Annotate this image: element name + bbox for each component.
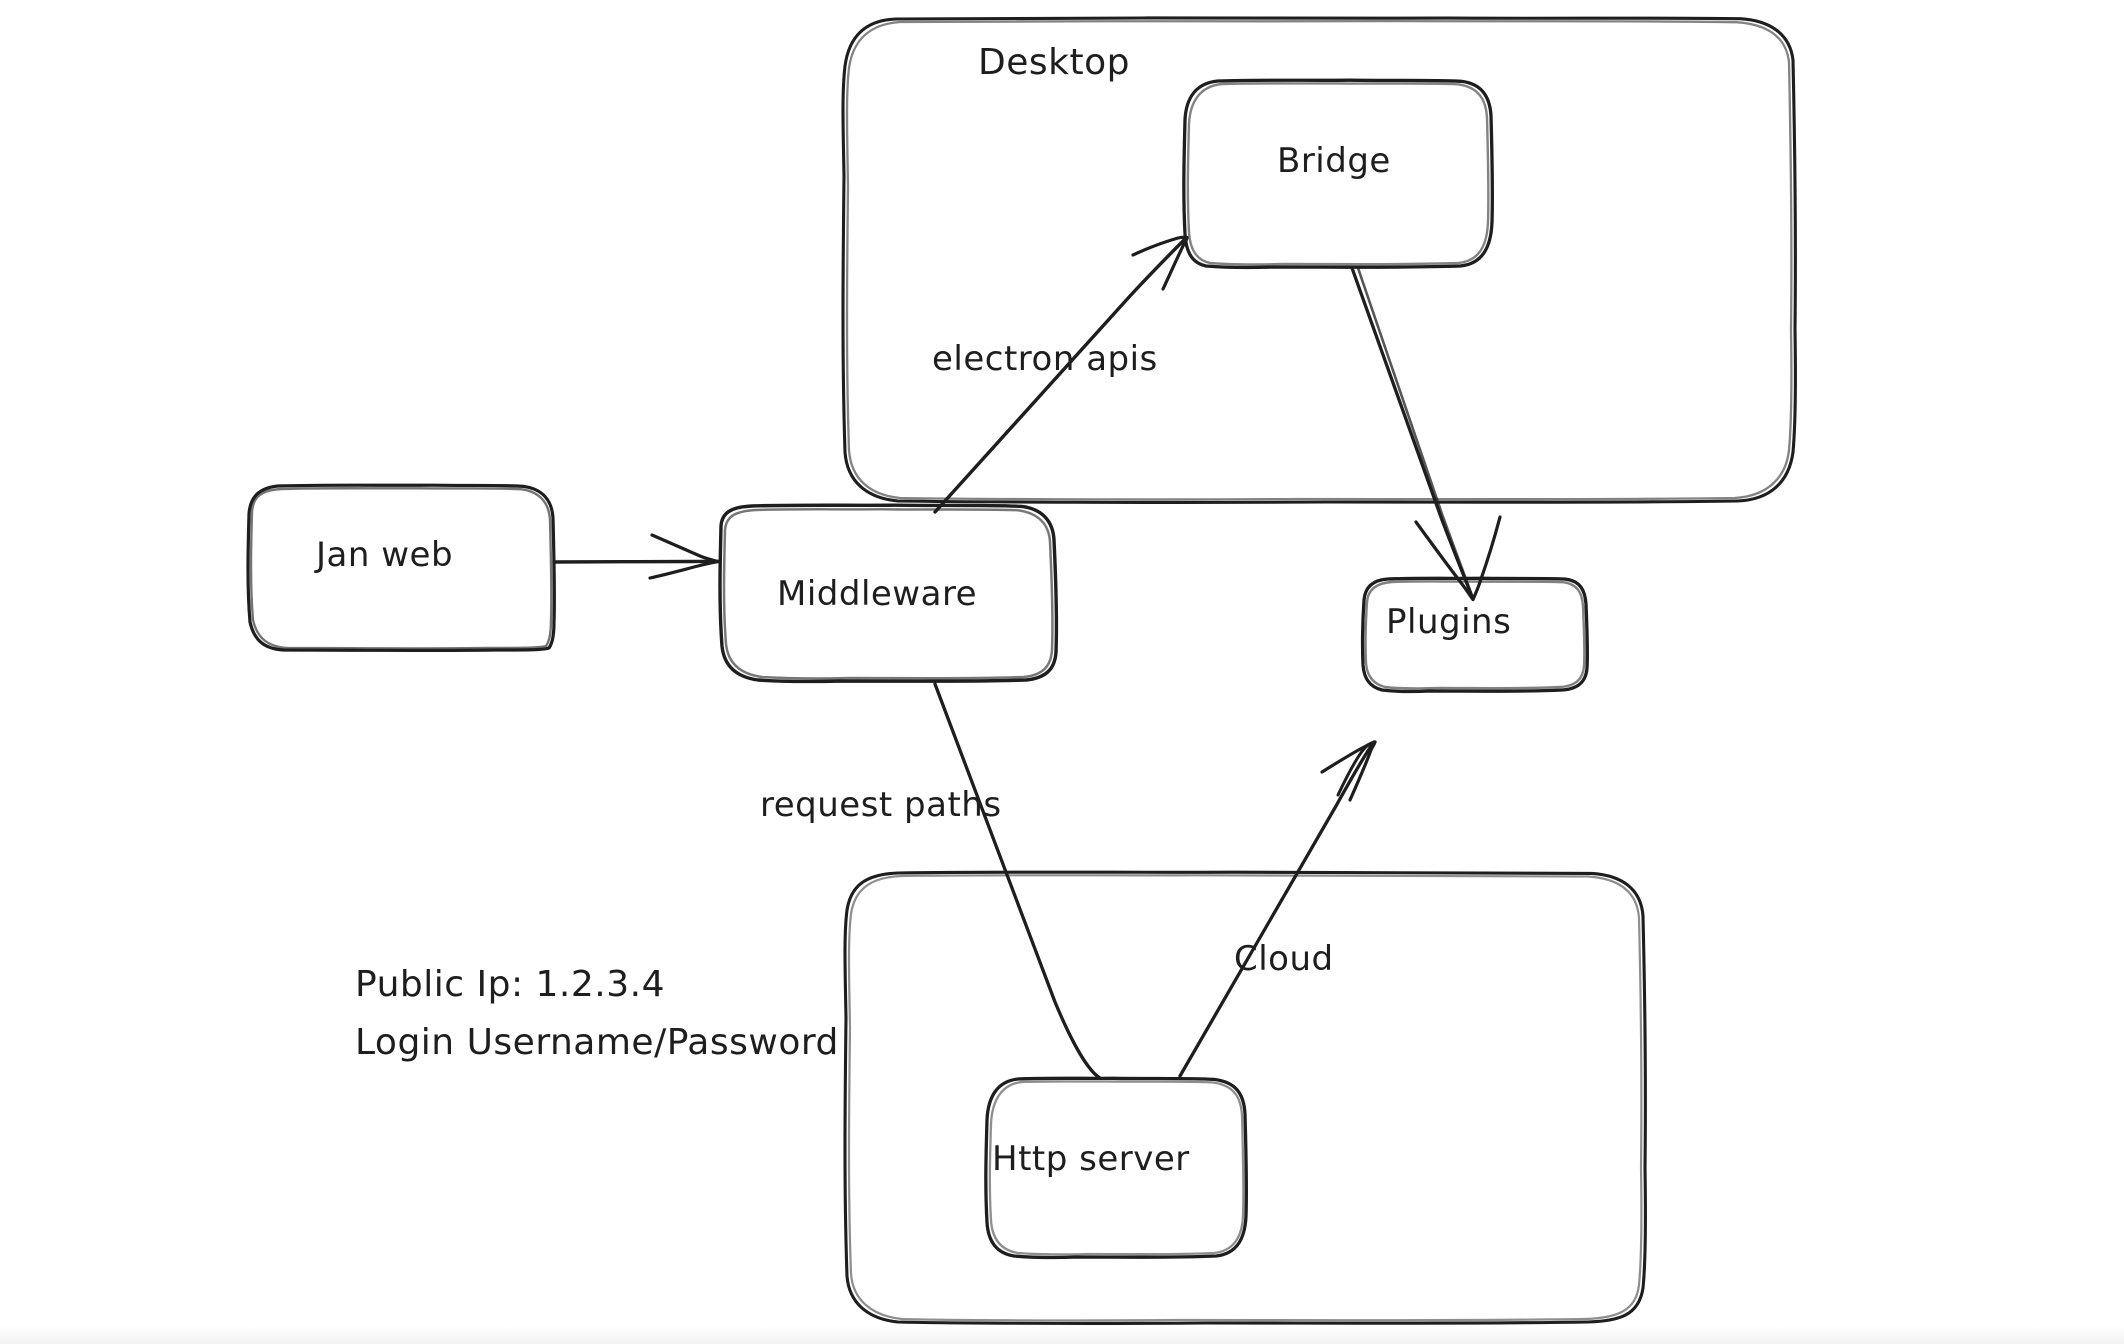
node-label-plugins: Plugins bbox=[1386, 602, 1512, 642]
edge-middleware-to-bridge[interactable] bbox=[933, 235, 1189, 514]
container-cloud[interactable] bbox=[843, 870, 1647, 1325]
note-login-credentials: Login Username/Password bbox=[355, 1022, 839, 1063]
edge-bridge-to-plugins[interactable] bbox=[1350, 266, 1502, 602]
edge-httpserver-to-plugins[interactable] bbox=[1178, 740, 1377, 1078]
note-public-ip: Public Ip: 1.2.3.4 bbox=[355, 964, 665, 1005]
container-label-desktop: Desktop bbox=[978, 42, 1130, 83]
node-label-http-server: Http server bbox=[992, 1139, 1190, 1179]
edge-label-request-paths: request paths bbox=[760, 785, 1002, 825]
node-label-jan-web: Jan web bbox=[316, 535, 454, 575]
edge-middleware-to-httpserver[interactable] bbox=[933, 682, 1102, 1080]
node-label-bridge: Bridge bbox=[1277, 141, 1391, 181]
edge-label-cloud: Cloud bbox=[1234, 939, 1334, 979]
edge-janweb-to-middleware[interactable] bbox=[552, 533, 720, 580]
node-middleware[interactable] bbox=[718, 503, 1059, 684]
node-label-middleware: Middleware bbox=[777, 574, 978, 614]
canvas-bottom-edge bbox=[0, 1326, 2124, 1344]
node-http-server[interactable] bbox=[984, 1076, 1249, 1260]
node-plugins[interactable] bbox=[1360, 576, 1590, 694]
node-bridge[interactable] bbox=[1182, 78, 1495, 270]
node-jan-web[interactable] bbox=[246, 483, 557, 653]
edge-label-electron-apis: electron apis bbox=[932, 339, 1158, 379]
container-desktop[interactable] bbox=[841, 16, 1797, 504]
